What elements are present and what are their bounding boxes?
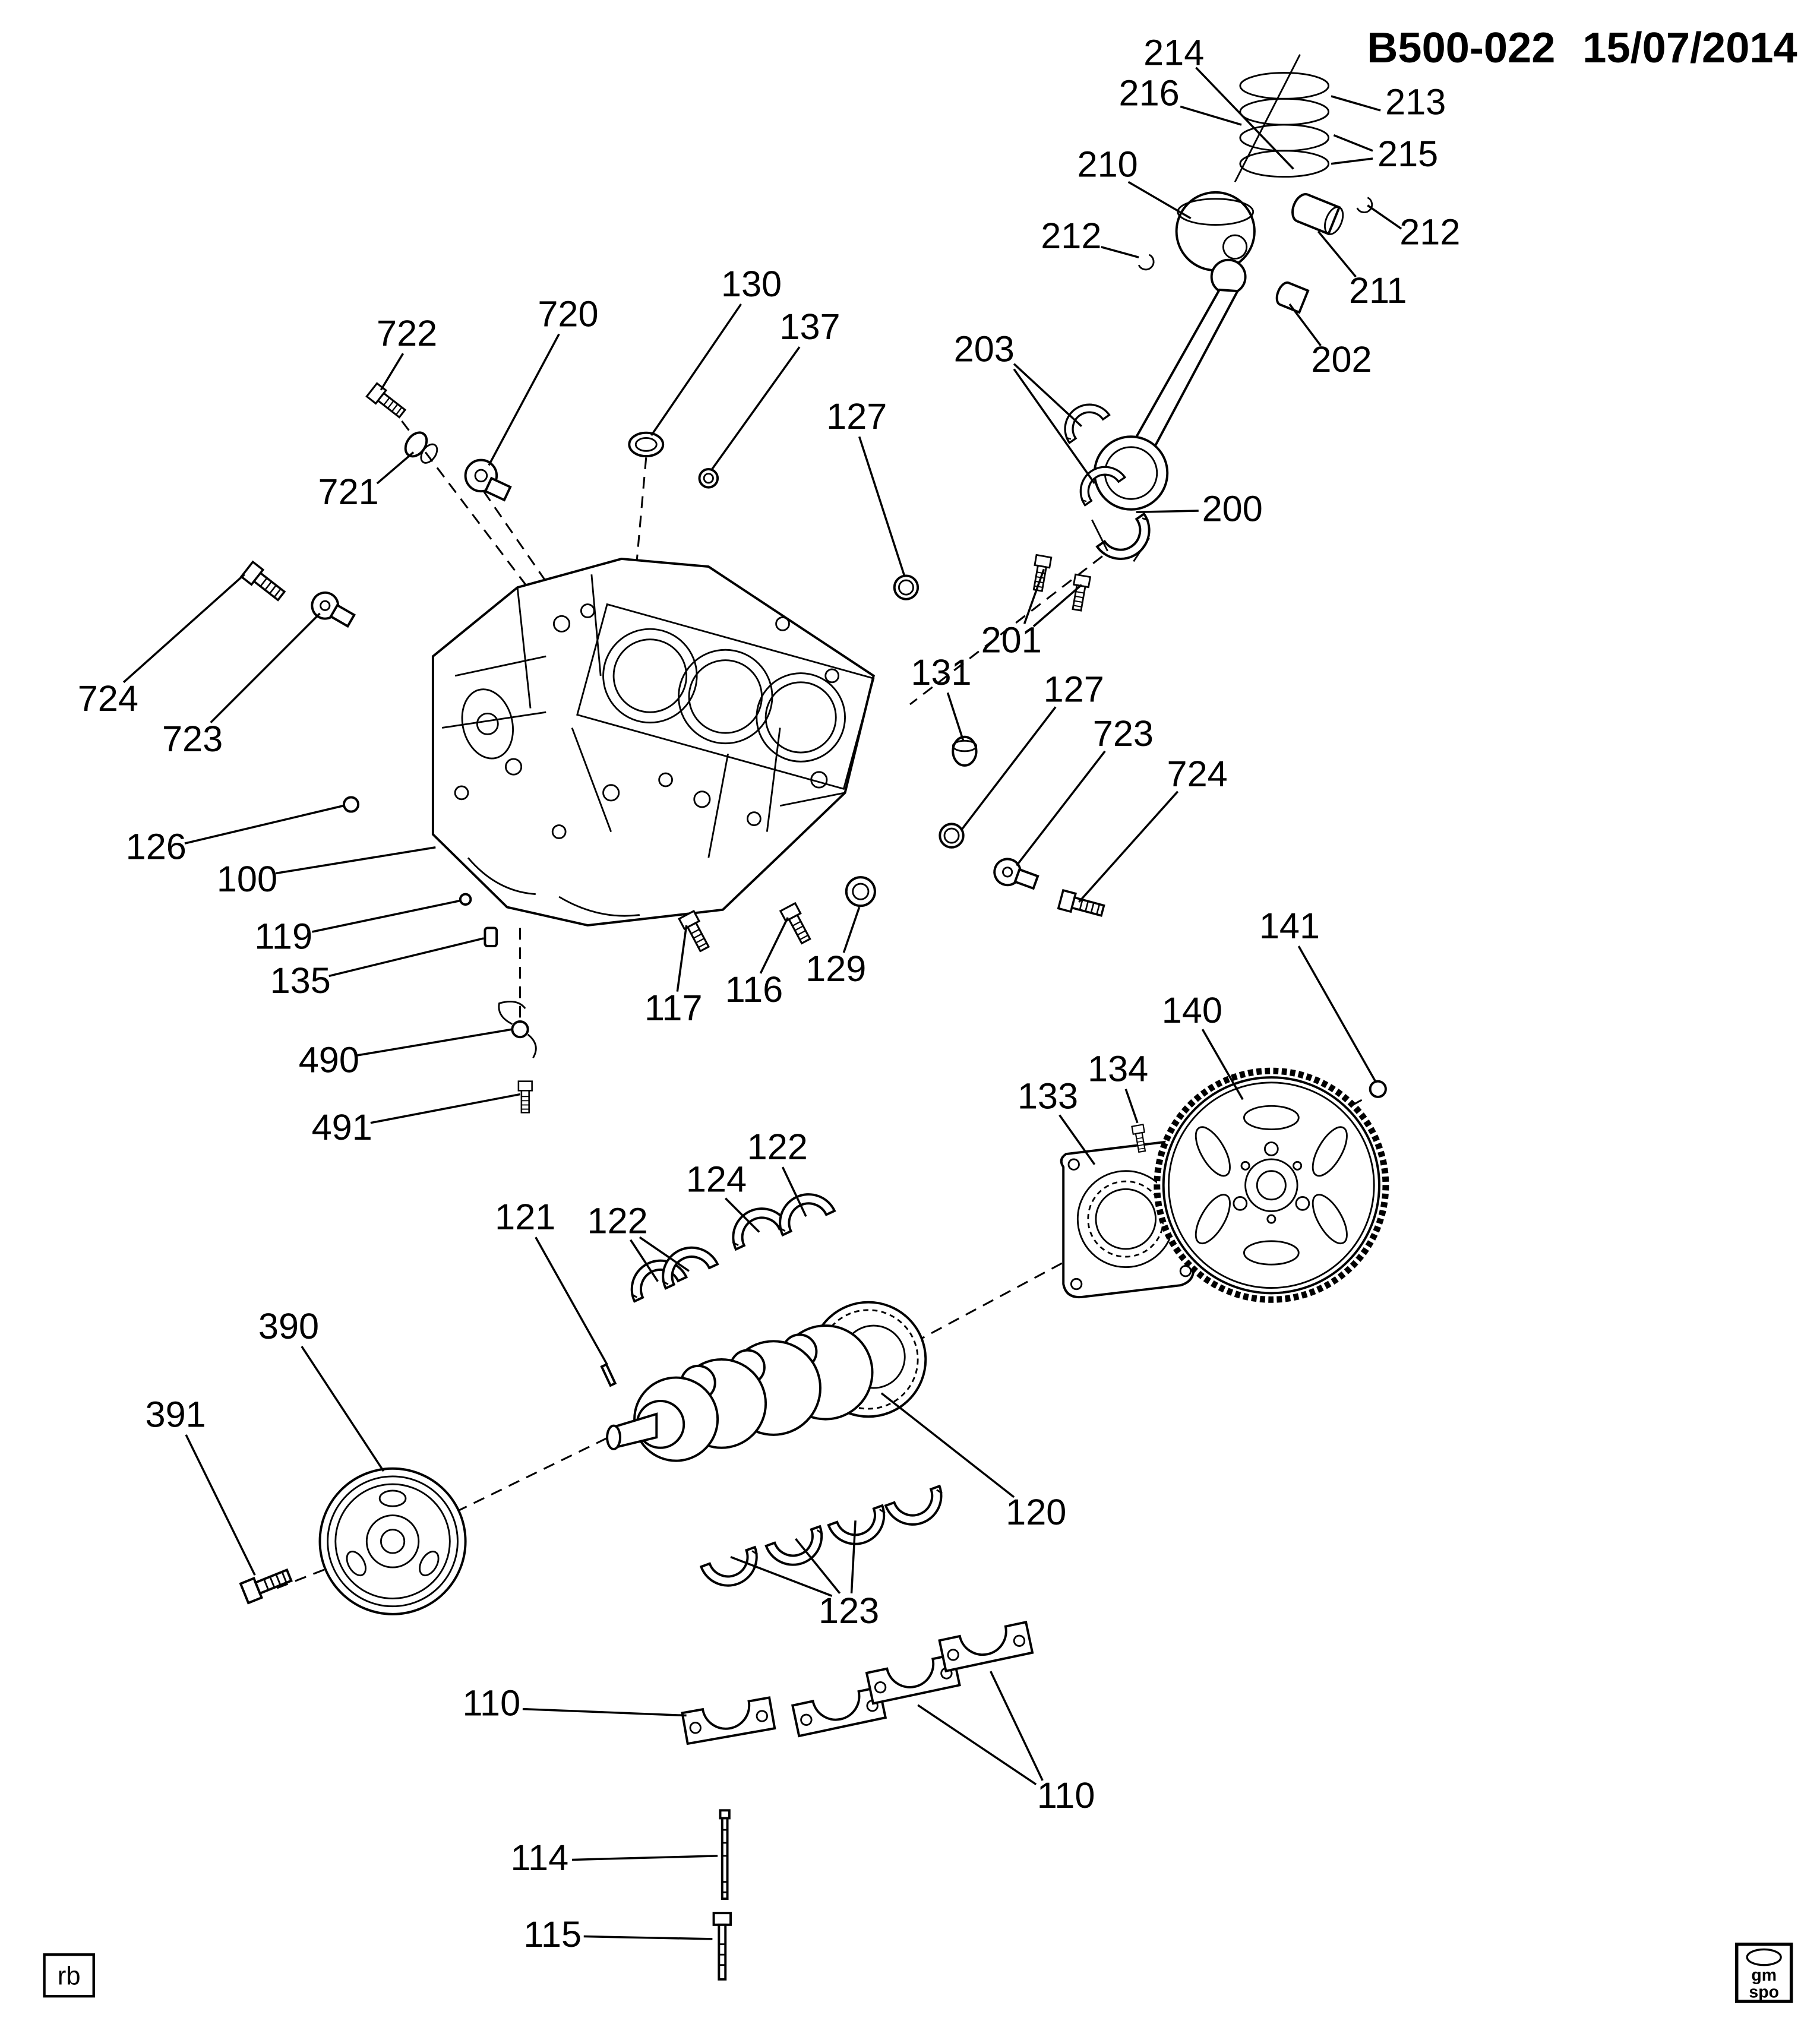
callout-202: 202: [1311, 339, 1372, 379]
callout-141: 141: [1259, 906, 1320, 946]
callout-216: 216: [1119, 72, 1180, 113]
cup-plug-130: [628, 431, 665, 458]
piston-pin-retainer-right: [1356, 197, 1373, 214]
diagram-footer: rb gm spo: [43, 1942, 1793, 2003]
callout-490: 490: [299, 1039, 359, 1080]
callout-119: 119: [254, 916, 312, 956]
diagram-code: B500-022: [1367, 24, 1555, 72]
plug-127-upper: [893, 574, 920, 600]
callout-131: 131: [911, 652, 971, 692]
piston: [1175, 191, 1256, 272]
callout-213: 213: [1385, 82, 1446, 122]
bearing-cap-left: [681, 1696, 776, 1745]
callout-140: 140: [1162, 990, 1222, 1030]
callout-203: 203: [954, 328, 1015, 369]
callout-133: 133: [1018, 1076, 1078, 1117]
callout-724-left: 724: [78, 678, 138, 719]
callout-130: 130: [721, 264, 782, 304]
engine-block: [431, 557, 875, 927]
logo-line1: gm: [1751, 1966, 1777, 1985]
logo-line2: spo: [1749, 1982, 1779, 2001]
callout-212-left: 212: [1041, 216, 1101, 256]
dowel-135: [484, 926, 498, 948]
callout-200: 200: [1202, 489, 1263, 529]
knock-sensor-720: [464, 458, 512, 502]
plug-131: [952, 735, 978, 767]
stud-114: [719, 1809, 731, 1900]
piston-ring-set: [1234, 54, 1330, 183]
plug-141: [1369, 1080, 1387, 1098]
callout-214: 214: [1143, 32, 1204, 72]
sensor-723-left: [306, 586, 359, 633]
callout-212-right: 212: [1399, 211, 1460, 252]
callout-135: 135: [270, 960, 331, 1001]
callout-211: 211: [1349, 270, 1407, 311]
connecting-rod: [1093, 258, 1247, 511]
callout-722: 722: [377, 313, 437, 353]
callout-110-right: 110: [1037, 1775, 1095, 1816]
callout-137: 137: [779, 306, 840, 347]
callout-390: 390: [258, 1306, 319, 1346]
plug-127-lower: [939, 823, 965, 849]
callout-115: 115: [523, 1914, 582, 1955]
piston-pin-retainer-left: [1138, 254, 1155, 271]
callout-201: 201: [981, 620, 1042, 660]
flywheel-140: [1154, 1067, 1389, 1303]
bolt-724-right: [1057, 889, 1107, 921]
callout-122-right: 122: [747, 1127, 808, 1167]
bolt-722: [365, 382, 409, 421]
nut-721: [404, 431, 438, 464]
diagram-date: 15/07/2014: [1582, 24, 1797, 72]
callout-127-lower: 127: [1044, 669, 1104, 710]
callout-114: 114: [510, 1838, 568, 1878]
callout-126: 126: [126, 826, 187, 866]
callout-134: 134: [1088, 1049, 1148, 1089]
bearing-cap-3: [938, 1621, 1034, 1672]
callout-122-left: 122: [587, 1201, 648, 1241]
plug-129: [845, 876, 876, 907]
oil-jet-490: [498, 1001, 537, 1059]
callout-491: 491: [312, 1107, 372, 1147]
gm-spo-logo: gm spo: [1735, 1942, 1793, 2003]
callout-labels: 214 216 213 215 210 212 212 211 202 203 …: [78, 32, 1461, 1955]
callout-721: 721: [318, 472, 379, 512]
callout-723-right: 723: [1093, 713, 1154, 754]
sensor-723-right: [990, 854, 1041, 896]
bolt-724-left: [240, 561, 288, 605]
callout-210: 210: [1078, 144, 1138, 185]
lower-main-bearing-shells: [700, 1485, 951, 1595]
pulley-bolt-391: [239, 1564, 295, 1605]
callout-100: 100: [217, 859, 277, 899]
author-badge: rb: [58, 1962, 81, 1991]
callout-724-right: 724: [1167, 754, 1227, 794]
diagram-header: B500-022 15/07/2014: [1367, 24, 1797, 72]
bolt-115: [712, 1912, 732, 1981]
callout-129: 129: [805, 948, 866, 989]
piston-pin: [1291, 193, 1344, 236]
callout-120: 120: [1006, 1492, 1066, 1532]
callout-723-left: 723: [162, 719, 223, 759]
crankshaft: [606, 1301, 927, 1462]
bolt-491: [517, 1080, 533, 1114]
callout-123: 123: [819, 1590, 879, 1631]
callout-117: 117: [644, 988, 703, 1028]
callout-121: 121: [495, 1197, 555, 1237]
pin-119: [459, 893, 472, 906]
crank-pulley-390: [318, 1467, 467, 1615]
callout-127-upper: 127: [826, 396, 887, 437]
pin-bushing: [1275, 281, 1310, 314]
callout-116: 116: [725, 969, 783, 1010]
plug-126: [343, 796, 360, 813]
callout-124: 124: [686, 1159, 747, 1200]
plug-137: [698, 468, 719, 489]
rod-cap: [1091, 513, 1162, 571]
leader-lines: [122, 67, 1402, 1940]
callout-110-left: 110: [463, 1683, 521, 1723]
crank-key-121: [600, 1362, 617, 1387]
callout-215: 215: [1377, 134, 1438, 174]
callout-391: 391: [145, 1394, 206, 1435]
callout-720: 720: [538, 293, 598, 334]
